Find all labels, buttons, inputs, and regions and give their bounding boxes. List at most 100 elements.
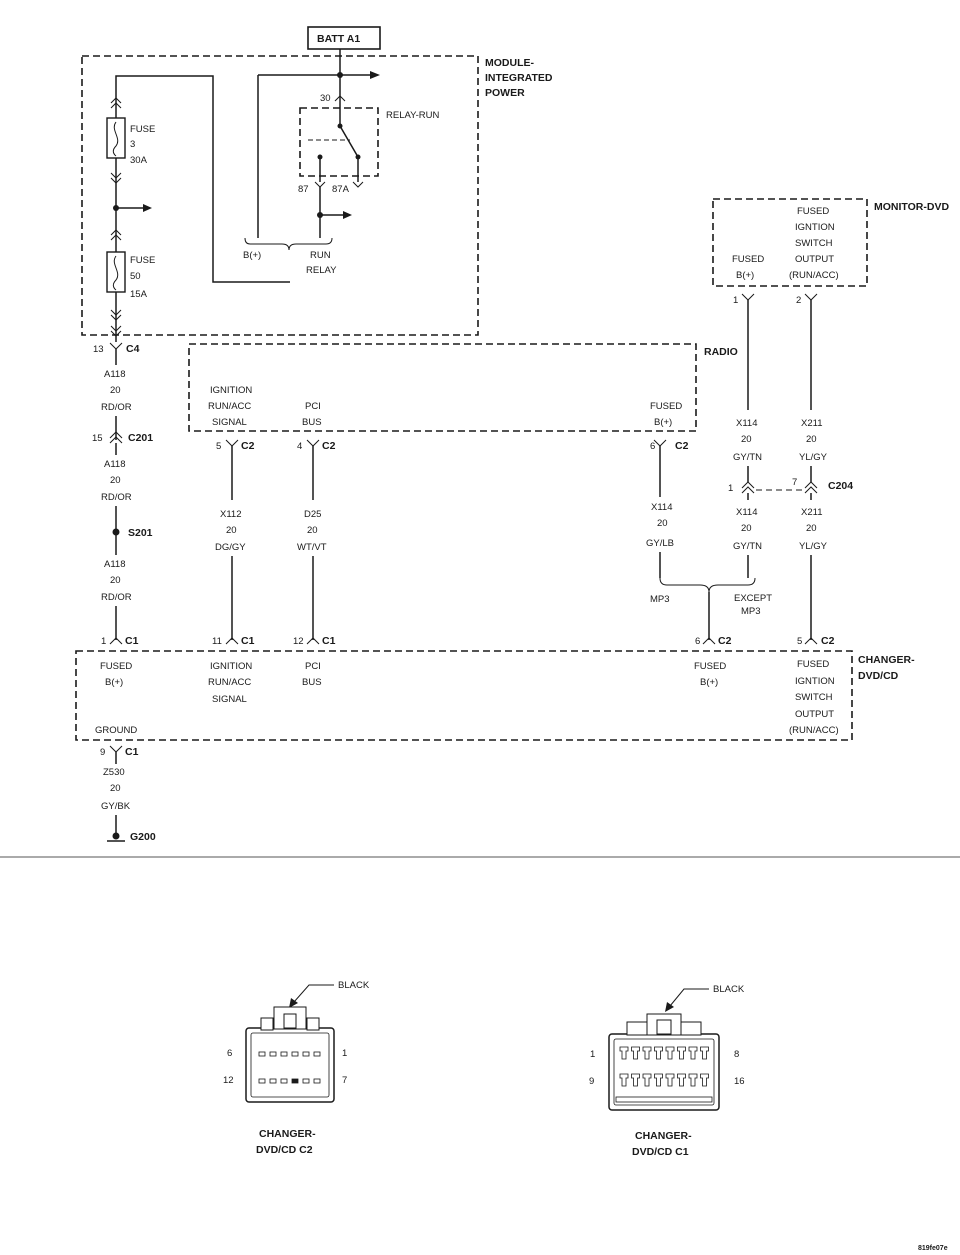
connector-cavity [280,1078,288,1084]
x114lb-name: X114 [651,502,672,513]
module-integrated-power-box [81,55,479,336]
x211-1-color: YL/GY [799,452,828,463]
connector-cavity [269,1078,277,1084]
ch-pci-1: PCI [305,661,321,672]
ch-c1-12-label: C1 [322,635,336,647]
connector-c1-face-view: BLACK 1 8 9 16 CHANGER- DVD/CD C1 [589,984,745,1158]
c1-title-2: DVD/CD C1 [632,1146,689,1158]
a118-3-color: RD/OR [101,592,132,603]
c201-label: C201 [128,432,153,444]
connector-arrow [334,95,346,102]
c2-pin-12: 12 [223,1075,234,1086]
batt-a1-box [307,26,381,50]
z530-gauge: 20 [110,783,121,794]
radio-ign-1: IGNITION [210,385,252,396]
x211-1-name: X211 [801,418,822,429]
fuse50-num: 50 [130,271,141,282]
x211-2-color: YL/GY [799,541,828,552]
connector-c2-6 [702,637,716,645]
ch-ign2-1: FUSED [797,659,829,670]
ch-c1-1-pin: 1 [101,636,106,647]
connector-c2-face-view: BLACK 6 1 12 7 CHANGER- DVD/CD C2 [223,980,370,1156]
mon-ign-2: IGNTION [795,222,835,233]
c2-title-1: CHANGER- [259,1128,316,1140]
ch-ground: GROUND [95,725,137,736]
fuse3-amps: 30A [130,155,148,166]
module-label-2: INTEGRATED [485,72,553,84]
connector-radio-c2-6 [653,439,667,447]
ch-ign2-3: SWITCH [795,692,833,703]
x114tn-2-name: X114 [736,507,757,518]
connector-terminal [665,1073,675,1087]
monitor-label: MONITOR-DVD [874,201,949,213]
x211-1-gauge: 20 [806,434,817,445]
relay-run-label: RELAY-RUN [386,110,439,121]
connector-terminal [700,1046,709,1060]
run-relay-label-2: RELAY [306,265,337,276]
c1-leader-line [669,988,709,1007]
connector-terminal [688,1073,698,1087]
connector-terminal [677,1046,686,1060]
x114lb-color: GY/LB [646,538,674,549]
x112-color: DG/GY [215,542,246,553]
x114tn-1-name: X114 [736,418,757,429]
x114tn-2-color: GY/TN [733,541,762,552]
connector-radio-c2-5 [225,439,239,447]
x114lb-gauge: 20 [657,518,668,529]
c204-label: C204 [828,480,853,492]
c2-title-2: DVD/CD C2 [256,1144,313,1156]
mp3-option-brace [659,577,756,593]
connector-terminal [688,1046,698,1060]
z530-color: GY/BK [101,801,131,812]
ch-fused-2: B(+) [105,677,123,688]
c201-pin: 15 [92,433,103,444]
connector-terminal [654,1073,663,1087]
connector-cavity [313,1078,321,1084]
radio-c2-6-pin: 6 [650,441,655,452]
splice-s201 [112,528,120,536]
a118-2-name: A118 [104,459,125,470]
mon-fused-1: FUSED [732,254,764,265]
ch-ign2-5: (RUN/ACC) [789,725,839,736]
ch-ign-3: SIGNAL [212,694,247,705]
monitor-dvd-box [712,198,868,287]
changer-label-1: CHANGER- [858,654,915,666]
ch-pci-2: BUS [302,677,322,688]
ch-ign-1: IGNITION [210,661,252,672]
d25-color: WT/VT [297,542,327,553]
a118-1-gauge: 20 [110,385,121,396]
module-label-1: MODULE- [485,57,534,69]
connector-c204-1 [741,481,755,494]
connector-c4 [109,342,123,350]
x211-2-name: X211 [801,507,822,518]
ch-ign-2: RUN/ACC [208,677,251,688]
connector-c2-5 [804,637,818,645]
connector-latch-bar [615,1096,713,1103]
c204-pin7: 7 [792,477,797,488]
connector-arrow [110,325,122,337]
connector-arrow [110,309,122,321]
connector-cavity [291,1078,299,1084]
fuse-50-symbol [106,251,126,293]
radio-c2-4-pin: 4 [297,441,302,452]
ch-c1-9-pin: 9 [100,747,105,758]
arrow-icon [143,204,152,212]
ch-fused-1: FUSED [100,661,132,672]
connector-cavity [269,1051,277,1057]
fuse-50-element [112,255,119,291]
fuse3-num: 3 [130,139,135,150]
ch-ign2-2: IGNTION [795,676,835,687]
c204-pin1: 1 [728,483,733,494]
ch-c2-6-pin: 6 [695,636,700,647]
s201-label: S201 [128,527,153,539]
connector-mon-1 [741,293,755,301]
c1-pin-1: 1 [590,1049,595,1060]
module-label-3: POWER [485,87,525,99]
c1-pin-16: 16 [734,1076,745,1087]
connector-cavity [302,1078,310,1084]
mon-ign-4: OUTPUT [795,254,834,265]
c4-label: C4 [126,343,140,355]
changer-label-2: DVD/CD [858,670,899,682]
fuse50-amps: 15A [130,289,148,300]
figure-id: 819fe07e [918,1245,948,1252]
